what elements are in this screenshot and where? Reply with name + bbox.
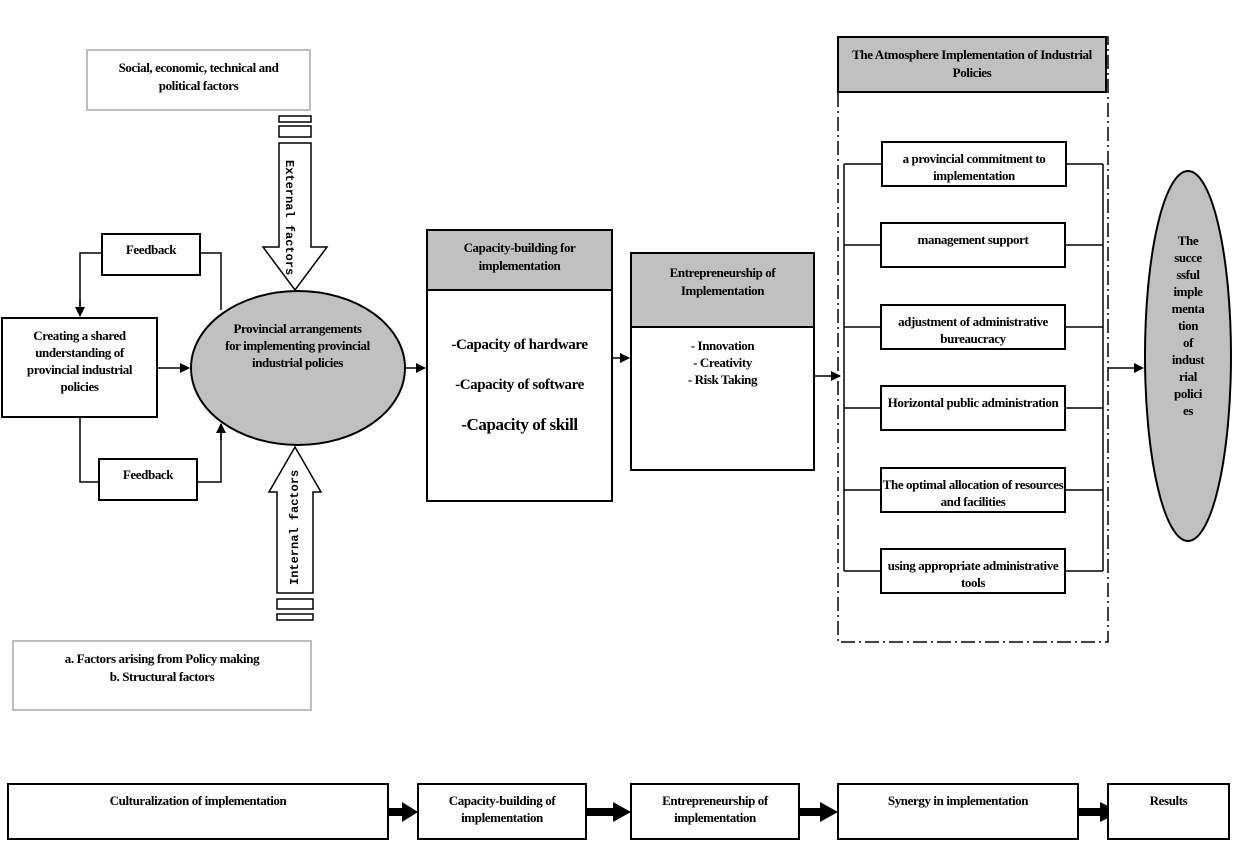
flow-step-culturalization: Culturalization of implementation: [7, 783, 389, 840]
result-ellipse-text: The succe ssful imple menta tion of indu…: [1163, 232, 1213, 419]
result-line: polici: [1174, 386, 1202, 401]
result-line: imple: [1173, 284, 1203, 299]
result-line: of: [1182, 335, 1194, 350]
entrepreneurship-item-creativity: - Creativity: [693, 355, 752, 370]
result-line: indust: [1171, 352, 1205, 367]
entrepreneurship-header-text: Entrepreneurship of Implementation: [669, 265, 776, 298]
flow-step-results: Results: [1107, 783, 1230, 840]
result-line: ssful: [1176, 267, 1200, 282]
internal-factor-b: b. Structural factors: [109, 669, 215, 684]
atmosphere-container: [837, 36, 1109, 643]
atmosphere-item-tools: using appropriate administrative tools: [880, 548, 1066, 594]
feedback-top-label: Feedback: [125, 242, 177, 257]
external-factors-arrow: [261, 115, 329, 292]
flow-step-text: Capacity-building of implementation: [448, 793, 556, 825]
atmosphere-header-text: The Atmosphere Implementation of Industr…: [852, 47, 1092, 80]
capacity-body: -Capacity of hardware -Capacity of softw…: [426, 289, 613, 502]
entrepreneurship-header: Entrepreneurship of Implementation: [630, 252, 815, 328]
atmosphere-header: The Atmosphere Implementation of Industr…: [837, 36, 1107, 93]
feedback-top-box: Feedback: [101, 233, 201, 276]
flow-step-text: Synergy in implementation: [887, 793, 1029, 808]
atmosphere-item-text: Horizontal public administration: [887, 395, 1059, 410]
flow-step-text: Entrepreneurship of implementation: [662, 793, 768, 825]
flow-step-text: Results: [1149, 793, 1188, 808]
external-factors-label: External factors: [282, 160, 296, 276]
atmosphere-bracket: [843, 163, 1104, 572]
shared-understanding-text: Creating a shared understanding of provi…: [26, 328, 133, 394]
internal-factors-arrow: [267, 445, 323, 621]
atmosphere-item-text: The optimal allocation of resources and …: [882, 477, 1064, 509]
atmosphere-item-text: management support: [917, 232, 1029, 247]
result-line: menta: [1171, 301, 1205, 316]
feedback-bottom-connector: [79, 418, 222, 483]
atmosphere-item-commitment: a provincial commitment to implementatio…: [881, 141, 1067, 187]
capacity-item-software: -Capacity of software: [455, 377, 584, 393]
result-line: The: [1177, 233, 1199, 248]
feedback-bottom-box: Feedback: [98, 458, 198, 501]
capacity-item-hardware: -Capacity of hardware: [451, 337, 588, 353]
internal-factor-a: a. Factors arising from Policy making: [64, 651, 260, 666]
flow-step-capacity: Capacity-building of implementation: [417, 783, 587, 840]
feedback-bottom-label: Feedback: [122, 467, 174, 482]
atmosphere-item-horizontal: Horizontal public administration: [880, 385, 1066, 431]
external-factors-box: Social, economic, technical and politica…: [86, 49, 311, 111]
entrepreneurship-item-risk: - Risk Taking: [687, 372, 758, 387]
entrepreneurship-body: - Innovation - Creativity - Risk Taking: [630, 326, 815, 471]
result-line: succe: [1174, 250, 1202, 265]
capacity-item-skill: -Capacity of skill: [461, 415, 578, 434]
atmosphere-item-bureaucracy: adjustment of administrative bureaucracy: [880, 304, 1066, 350]
capacity-header: Capacity-building for implementation: [426, 229, 613, 291]
internal-factors-box: a. Factors arising from Policy making b.…: [12, 640, 312, 711]
atmosphere-item-text: adjustment of administrative bureaucracy: [898, 314, 1048, 346]
result-line: rial: [1179, 369, 1197, 384]
entrepreneurship-item-innovation: - Innovation: [690, 338, 755, 353]
internal-factors-label: Internal factors: [288, 469, 302, 585]
atmosphere-item-allocation: The optimal allocation of resources and …: [880, 467, 1066, 513]
flow-step-entrepreneurship: Entrepreneurship of implementation: [630, 783, 800, 840]
shared-understanding-box: Creating a shared understanding of provi…: [1, 317, 158, 418]
flow-step-synergy: Synergy in implementation: [837, 783, 1079, 840]
flow-step-text: Culturalization of implementation: [109, 793, 287, 808]
result-ellipse-shape: [1144, 170, 1232, 542]
external-factors-text: Social, economic, technical and politica…: [118, 60, 279, 93]
flow-arrows: [388, 802, 1110, 822]
atmosphere-item-text: using appropriate administrative tools: [887, 558, 1059, 590]
atmosphere-item-text: a provincial commitment to implementatio…: [902, 151, 1046, 183]
feedback-top-connector: [79, 252, 222, 310]
capacity-header-text: Capacity-building for implementation: [463, 240, 576, 273]
atmosphere-item-management: management support: [880, 222, 1066, 268]
result-line: es: [1182, 403, 1194, 418]
central-ellipse-text: Provincial arrangements for implementing…: [225, 321, 370, 370]
result-line: tion: [1177, 318, 1199, 333]
